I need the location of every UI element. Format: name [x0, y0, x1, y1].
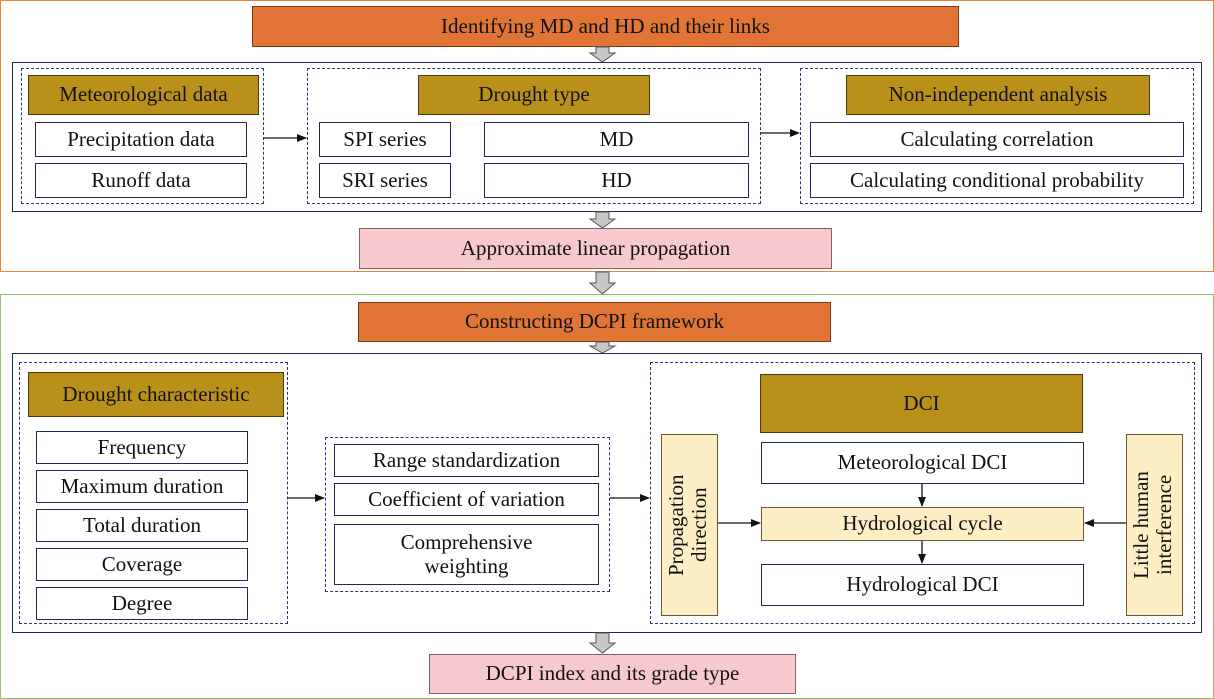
hd-box: HD — [484, 163, 749, 198]
non-independent-group — [800, 68, 1194, 204]
down-arrow-4 — [588, 341, 617, 354]
hydrological-cycle-box: Hydrological cycle — [761, 507, 1084, 541]
meteorological-data-title: Meteorological data — [28, 75, 259, 115]
down-arrow-1 — [588, 46, 617, 63]
header-constructing: Constructing DCPI framework — [358, 302, 831, 342]
calculating-correlation-box: Calculating correlation — [810, 122, 1184, 157]
meteorological-dci-box: Meteorological DCI — [761, 442, 1084, 484]
frequency-box: Frequency — [36, 431, 248, 464]
drought-type-title: Drought type — [418, 75, 650, 115]
comprehensive-weighting-box: Comprehensive weighting — [334, 524, 599, 585]
propagation-direction-box: Propagation direction — [661, 434, 718, 616]
total-duration-box: Total duration — [36, 509, 248, 542]
down-arrow-5 — [588, 632, 617, 654]
coefficient-of-variation-box: Coefficient of variation — [334, 483, 599, 516]
coverage-box: Coverage — [36, 548, 248, 581]
runoff-data-box: Runoff data — [35, 163, 247, 198]
weighting-group — [325, 437, 610, 592]
little-human-interference-box: Little human interference — [1126, 434, 1183, 616]
meteorological-data-group — [21, 68, 264, 204]
md-box: MD — [484, 122, 749, 157]
calculating-conditional-probability-box: Calculating conditional probability — [810, 163, 1184, 198]
hydrological-dci-box: Hydrological DCI — [761, 564, 1084, 606]
drought-characteristic-title: Drought characteristic — [28, 372, 284, 417]
spi-series-box: SPI series — [319, 122, 451, 157]
maximum-duration-box: Maximum duration — [36, 470, 248, 503]
approximate-linear-propagation-box: Approximate linear propagation — [359, 228, 832, 269]
degree-box: Degree — [36, 587, 248, 620]
drought-characteristic-group — [19, 362, 288, 624]
dcpi-index-box: DCPI index and its grade type — [429, 654, 796, 694]
down-arrow-3 — [588, 271, 617, 295]
down-arrow-2 — [588, 211, 617, 229]
dci-group — [650, 362, 1195, 624]
dci-title: DCI — [760, 374, 1083, 433]
drought-type-group — [307, 68, 761, 204]
precipitation-data-box: Precipitation data — [35, 122, 247, 157]
range-standardization-box: Range standardization — [334, 444, 599, 477]
non-independent-title: Non-independent analysis — [846, 75, 1150, 115]
sri-series-box: SRI series — [319, 163, 451, 198]
